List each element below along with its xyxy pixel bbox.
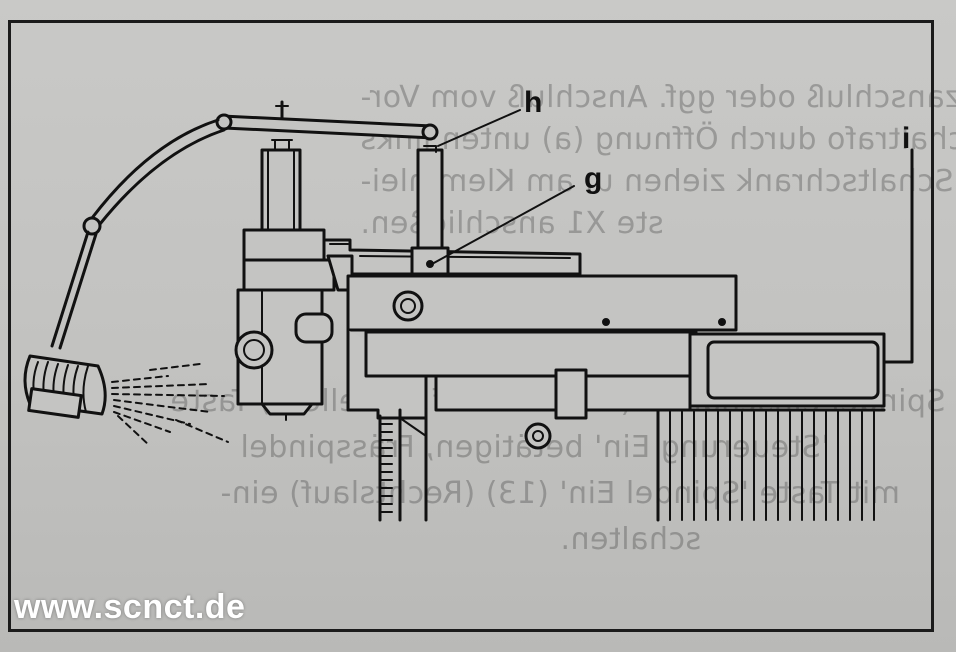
watermark: www.scnct.de <box>14 588 246 626</box>
label-i: i <box>902 122 910 155</box>
coolant-arm <box>23 100 439 419</box>
label-h: h <box>524 86 542 119</box>
coolant-spray <box>111 363 229 447</box>
figure-frame <box>8 20 934 632</box>
spindle-head <box>234 139 336 421</box>
leader-lines <box>431 109 575 265</box>
cable-line <box>882 148 914 364</box>
coolant-valve <box>410 145 450 276</box>
column-ram <box>324 238 886 522</box>
label-g: g <box>584 162 602 195</box>
